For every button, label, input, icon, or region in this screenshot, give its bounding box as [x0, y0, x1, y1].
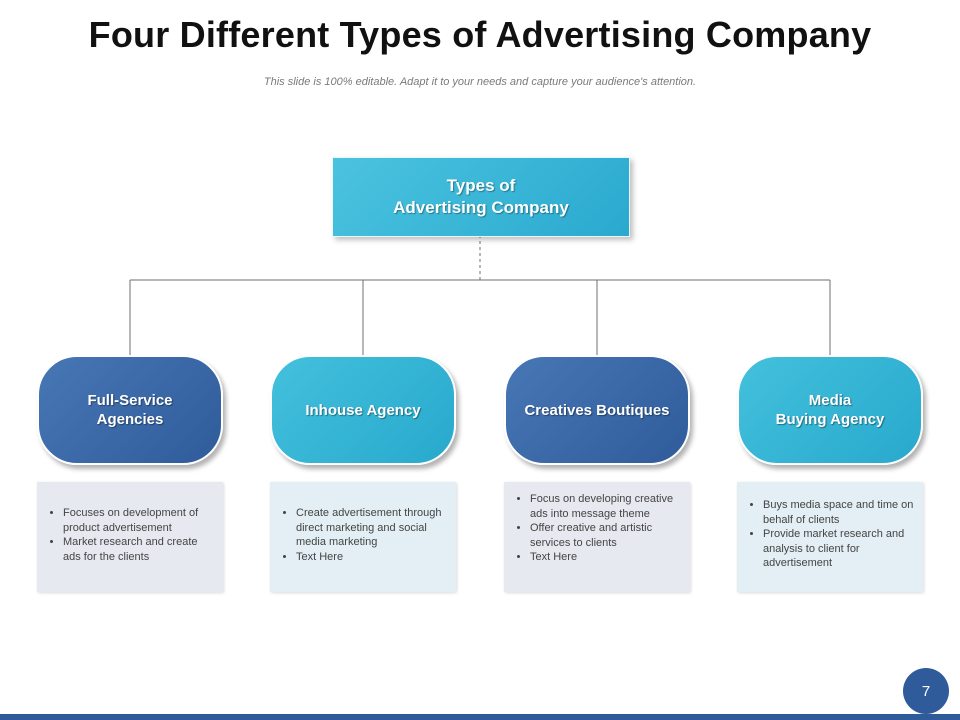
slide-title: Four Different Types of Advertising Comp…	[88, 14, 872, 55]
description-bullet: Offer creative and artistic services to …	[530, 521, 682, 550]
root-node: Types of Advertising Company	[332, 157, 630, 237]
description-box-inhouse: Create advertisement through direct mark…	[270, 482, 456, 592]
description-bullet: Market research and create ads for the c…	[63, 535, 215, 564]
description-box-media-buying: Buys media space and time on behalf of c…	[737, 482, 923, 592]
description-bullet: Create advertisement through direct mark…	[296, 506, 448, 550]
description-bullet: Text Here	[530, 550, 682, 565]
description-bullet: Focuses on development of product advert…	[63, 506, 215, 535]
description-bullet: Focus on developing creative ads into me…	[530, 492, 682, 521]
branch-node-media-buying: Media Buying Agency	[737, 355, 923, 465]
description-bullet: Buys media space and time on behalf of c…	[763, 498, 915, 527]
bottom-accent-bar	[0, 714, 960, 720]
description-box-creatives: Focus on developing creative ads into me…	[504, 482, 690, 592]
branch-node-inhouse: Inhouse Agency	[270, 355, 456, 465]
description-bullet: Provide market research and analysis to …	[763, 527, 915, 571]
page-number-badge: 7	[903, 668, 949, 714]
slide-subtitle: This slide is 100% editable. Adapt it to…	[263, 76, 697, 88]
description-box-full-service: Focuses on development of product advert…	[37, 482, 223, 592]
branch-node-full-service: Full-Service Agencies	[37, 355, 223, 465]
description-bullet: Text Here	[296, 550, 448, 565]
branch-node-creatives: Creatives Boutiques	[504, 355, 690, 465]
